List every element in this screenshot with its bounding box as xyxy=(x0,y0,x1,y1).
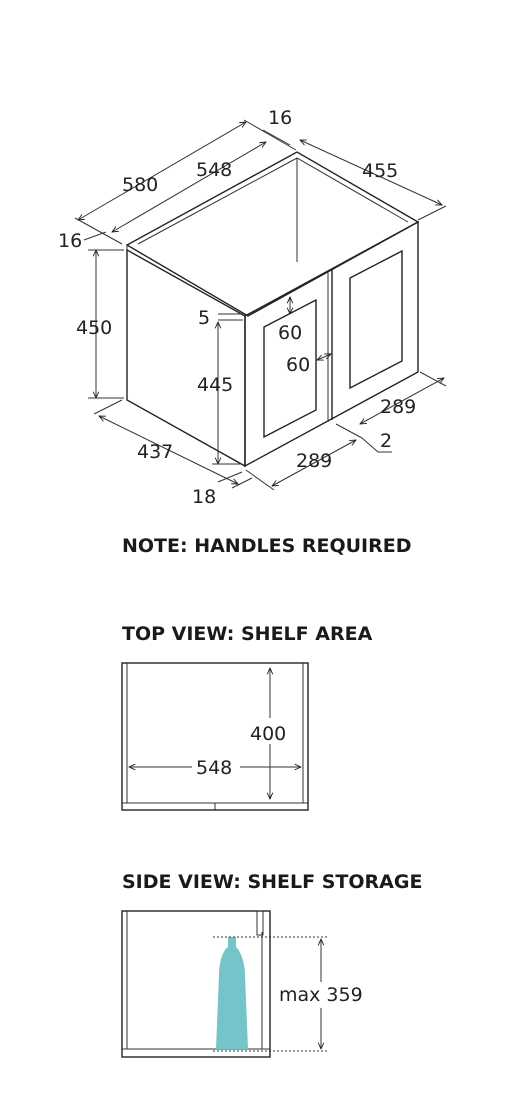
dim-inner-width: 548 xyxy=(196,159,232,181)
side-view-outline xyxy=(121,910,271,1058)
top-view-drawing: 400 548 xyxy=(121,662,309,811)
cabinet-front xyxy=(244,220,419,468)
note-handles-required: NOTE: HANDLES REQUIRED xyxy=(122,535,412,557)
dim-height: 450 xyxy=(76,317,112,339)
dim-thickness: 18 xyxy=(192,486,216,508)
dim-door-height: 445 xyxy=(197,374,233,396)
side-view-drawing: max 359 xyxy=(121,910,364,1058)
dim-depth-side: 437 xyxy=(137,441,173,463)
cabinet-left-side xyxy=(126,248,246,468)
dim-door-width-right: 289 xyxy=(380,396,416,418)
dim-frame-vertical: 60 xyxy=(278,322,302,344)
bottle-icon xyxy=(216,937,248,1049)
right-door-panel xyxy=(349,249,403,390)
dim-door-reveal: 2 xyxy=(380,430,392,452)
dim-door-gap: 5 xyxy=(198,307,210,329)
dim-side-gap: 16 xyxy=(58,230,82,252)
dim-frame-horizontal: 60 xyxy=(286,354,310,376)
iso-dimensions: 580 548 16 16 455 450 5 445 60 60 xyxy=(58,107,447,508)
top-view-title: TOP VIEW: SHELF AREA xyxy=(122,623,373,645)
dim-door-width-left: 289 xyxy=(296,450,332,472)
side-view-max-height: max 359 xyxy=(279,984,363,1006)
left-door-panel xyxy=(263,298,317,439)
dim-overall-width: 580 xyxy=(122,174,158,196)
top-view-depth: 400 xyxy=(250,723,286,745)
door-profile xyxy=(256,910,264,936)
dim-depth-top: 455 xyxy=(362,160,398,182)
top-view-width: 548 xyxy=(196,757,232,779)
side-view-title: SIDE VIEW: SHELF STORAGE xyxy=(122,871,423,893)
cabinet-isometric xyxy=(125,151,420,468)
dim-top-gap: 16 xyxy=(268,107,292,129)
